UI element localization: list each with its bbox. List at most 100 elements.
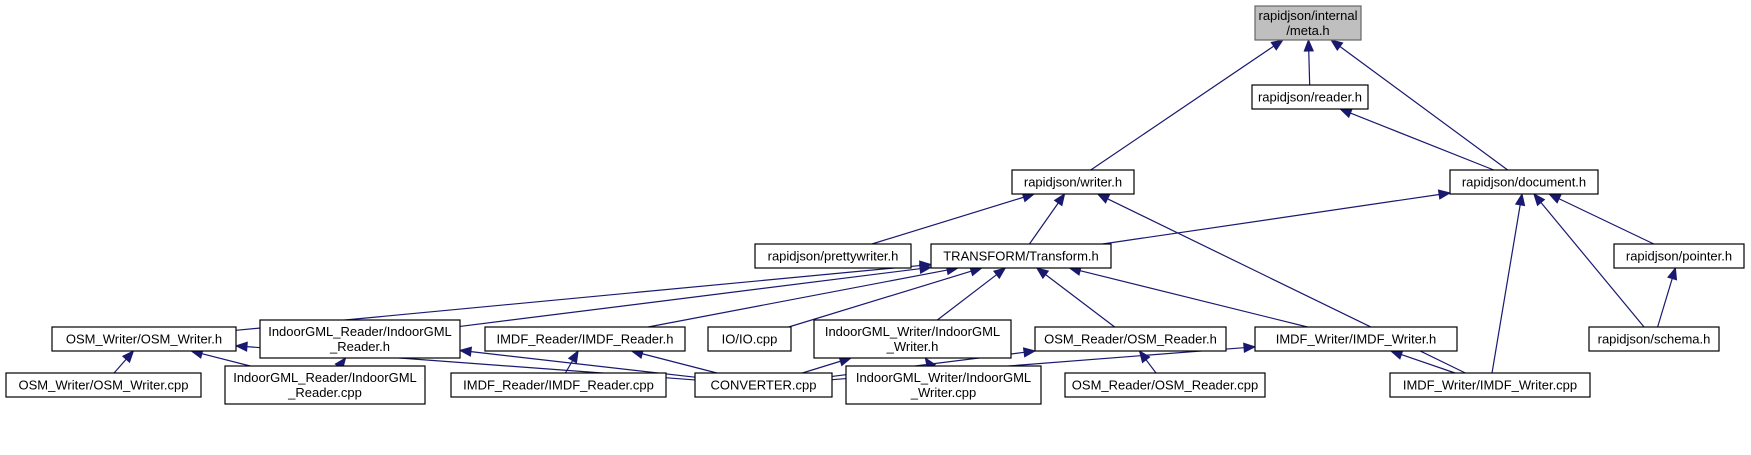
arrow-head bbox=[1667, 266, 1678, 281]
node-box[interactable] bbox=[1034, 326, 1227, 352]
node-box[interactable] bbox=[1588, 326, 1720, 352]
node-box[interactable] bbox=[845, 365, 1042, 405]
edge-transform-to-writer bbox=[1028, 192, 1066, 245]
node-box[interactable] bbox=[1613, 243, 1745, 269]
arrow-head bbox=[1096, 193, 1111, 204]
node-label: rapidjson/pointer.h bbox=[1626, 249, 1732, 264]
node-osm-writer-cpp[interactable]: OSM_Writer/OSM_Writer.cpp bbox=[5, 372, 202, 398]
node-pointer[interactable]: rapidjson/pointer.h bbox=[1613, 243, 1745, 269]
node-label: OSM_Writer/OSM_Writer.h bbox=[66, 332, 222, 347]
node-box[interactable] bbox=[224, 365, 426, 405]
node-box[interactable] bbox=[484, 326, 686, 352]
node-writer[interactable]: rapidjson/writer.h bbox=[1011, 169, 1135, 195]
arrow-head bbox=[1053, 192, 1066, 207]
node-box[interactable] bbox=[694, 372, 833, 398]
node-imdf-writer-h[interactable]: IMDF_Writer/IMDF_Writer.h bbox=[1254, 326, 1458, 352]
node-label: IndoorGML_Reader/IndoorGML bbox=[233, 370, 417, 385]
node-io-cpp[interactable]: IO/IO.cpp bbox=[707, 326, 792, 352]
node-indoorgml-writer-h[interactable]: IndoorGML_Writer/IndoorGML_Writer.h bbox=[813, 319, 1012, 359]
node-box[interactable] bbox=[707, 326, 792, 352]
edge-line bbox=[1028, 202, 1059, 245]
edge-line bbox=[1350, 112, 1495, 171]
node-indoorgml-reader-cpp[interactable]: IndoorGML_Reader/IndoorGML_Reader.cpp bbox=[224, 365, 426, 405]
node-indoorgml-reader-h[interactable]: IndoorGML_Reader/IndoorGML_Reader.h bbox=[259, 319, 461, 359]
node-imdf-reader-h[interactable]: IMDF_Reader/IMDF_Reader.h bbox=[484, 326, 686, 352]
node-label: CONVERTER.cpp bbox=[711, 378, 817, 393]
edge-line bbox=[1401, 354, 1456, 374]
node-box[interactable] bbox=[5, 372, 202, 398]
edge-reader-to-meta bbox=[1303, 38, 1315, 86]
arrow-head bbox=[918, 263, 933, 274]
edge-document-to-meta bbox=[1330, 39, 1509, 171]
node-document[interactable]: rapidjson/document.h bbox=[1449, 169, 1599, 195]
node-label: rapidjson/document.h bbox=[1462, 175, 1586, 190]
node-box[interactable] bbox=[1064, 372, 1266, 398]
arrow-head bbox=[458, 346, 473, 357]
arrow-head bbox=[234, 341, 248, 352]
arrow-head bbox=[1303, 38, 1315, 52]
node-label: _Reader.h bbox=[329, 339, 390, 354]
node-transform[interactable]: TRANSFORM/Transform.h bbox=[930, 243, 1112, 269]
node-osm-reader-cpp[interactable]: OSM_Reader/OSM_Reader.cpp bbox=[1064, 372, 1266, 398]
node-label: IndoorGML_Writer/IndoorGML bbox=[825, 324, 1000, 339]
node-label: rapidjson/writer.h bbox=[1024, 175, 1122, 190]
arrow-head bbox=[1533, 192, 1546, 207]
arrow-head bbox=[992, 267, 1007, 280]
edge-pointer-to-document bbox=[1547, 193, 1655, 245]
edge-line bbox=[1145, 359, 1157, 374]
arrow-head bbox=[1035, 267, 1050, 280]
edge-line bbox=[564, 360, 574, 374]
node-meta[interactable]: rapidjson/internal/meta.h bbox=[1254, 5, 1362, 41]
arrow-head bbox=[1138, 349, 1151, 364]
node-indoorgml-writer-cpp[interactable]: IndoorGML_Writer/IndoorGML_Writer.cpp bbox=[845, 365, 1042, 405]
node-label: _Writer.cpp bbox=[910, 385, 977, 400]
edge-line bbox=[201, 353, 251, 367]
edge-imdf-writer-cpp-to-imdf-writer-h bbox=[1389, 349, 1456, 374]
arrow-head bbox=[121, 350, 135, 364]
node-imdf-writer-cpp[interactable]: IMDF_Writer/IMDF_Writer.cpp bbox=[1389, 372, 1591, 398]
arrow-head bbox=[1514, 192, 1526, 207]
node-osm-writer-h[interactable]: OSM_Writer/OSM_Writer.h bbox=[51, 326, 237, 352]
edge-line bbox=[1308, 50, 1311, 86]
edge-indoorgml-reader-h-to-transform bbox=[459, 263, 933, 328]
node-box[interactable] bbox=[450, 372, 667, 398]
node-imdf-reader-cpp[interactable]: IMDF_Reader/IMDF_Reader.cpp bbox=[450, 372, 667, 398]
edge-indoorgml-reader-cpp-to-osm-writer-h bbox=[189, 348, 251, 367]
arrow-head bbox=[567, 349, 579, 364]
node-converter[interactable]: CONVERTER.cpp bbox=[694, 372, 833, 398]
edge-line bbox=[1491, 204, 1521, 374]
node-box[interactable] bbox=[930, 243, 1112, 269]
edge-line bbox=[1558, 198, 1655, 245]
node-schema[interactable]: rapidjson/schema.h bbox=[1588, 326, 1720, 352]
node-box[interactable] bbox=[259, 319, 461, 359]
edge-io-cpp-to-transform bbox=[788, 266, 984, 328]
edge-line bbox=[1090, 45, 1275, 171]
node-label: OSM_Reader/OSM_Reader.h bbox=[1044, 332, 1217, 347]
node-box[interactable] bbox=[51, 326, 237, 352]
arrow-head bbox=[1437, 189, 1452, 200]
edge-line bbox=[1657, 278, 1673, 328]
node-box[interactable] bbox=[1254, 326, 1458, 352]
arrow-head bbox=[1022, 347, 1037, 358]
edge-osm-reader-h-to-transform bbox=[1035, 267, 1116, 328]
edge-line bbox=[1079, 270, 1308, 328]
edge-osm-writer-cpp-to-osm-writer-h bbox=[113, 350, 135, 374]
node-osm-reader-h[interactable]: OSM_Reader/OSM_Reader.h bbox=[1034, 326, 1227, 352]
node-box[interactable] bbox=[813, 319, 1012, 359]
node-label: OSM_Writer/OSM_Writer.cpp bbox=[19, 378, 189, 393]
node-box[interactable] bbox=[754, 243, 912, 269]
node-box[interactable] bbox=[1389, 372, 1591, 398]
node-label: rapidjson/schema.h bbox=[1598, 332, 1711, 347]
node-box[interactable] bbox=[1449, 169, 1599, 195]
edge-indoorgml-writer-h-to-transform bbox=[936, 267, 1007, 321]
edge-imdf-writer-h-to-transform bbox=[1068, 265, 1308, 328]
node-box[interactable] bbox=[1011, 169, 1135, 195]
node-label: _Writer.h bbox=[886, 339, 939, 354]
node-label: IMDF_Writer/IMDF_Writer.h bbox=[1276, 332, 1437, 347]
node-box[interactable] bbox=[1254, 5, 1362, 41]
node-prettywriter[interactable]: rapidjson/prettywriter.h bbox=[754, 243, 912, 269]
edge-writer-to-meta bbox=[1090, 39, 1284, 171]
node-reader[interactable]: rapidjson/reader.h bbox=[1251, 84, 1369, 110]
node-box[interactable] bbox=[1251, 84, 1369, 110]
